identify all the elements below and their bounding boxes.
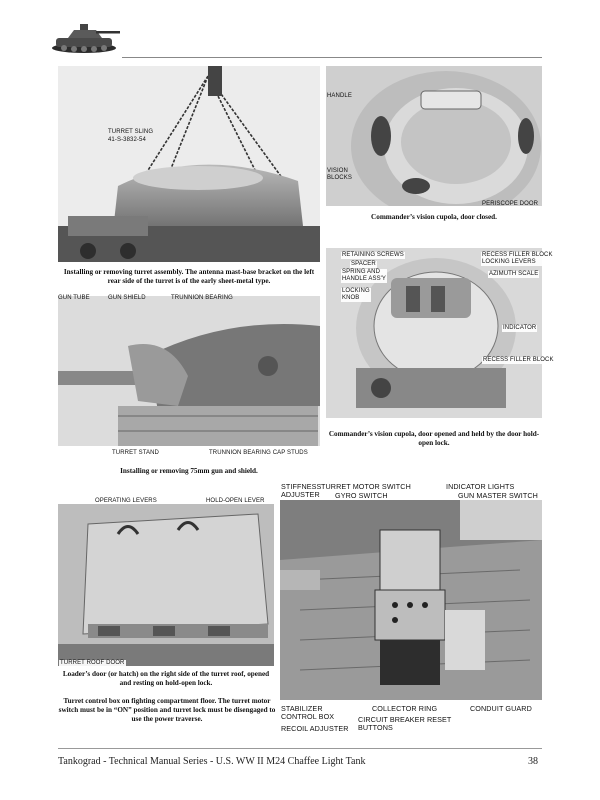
label-collector-ring: COLLECTOR RING [372, 704, 438, 713]
caption-loader-door: Loader’s door (or hatch) on the right si… [62, 670, 270, 687]
photo-turret-sling [58, 66, 320, 262]
label-retaining-screws: RETAINING SCREWS [341, 252, 405, 259]
label-spacer: SPACER [350, 261, 377, 268]
label-trunnion-cap-studs: TRUNNION BEARING CAP STUDS [209, 450, 308, 456]
label-conduit-guard: CONDUIT GUARD [470, 704, 532, 713]
label-locking-knob: LOCKING KNOB [341, 288, 371, 302]
footer-series-title: Tankograd - Technical Manual Series - U.… [58, 756, 366, 767]
label-circuit-breaker: CIRCUIT BREAKER RESET BUTTONS [358, 715, 452, 732]
label-turret-motor-switch: TURRET MOTOR SWITCH [321, 482, 411, 491]
label-turret-stand: TURRET STAND [112, 450, 159, 456]
header-rule [122, 57, 542, 58]
photo-control-box [280, 500, 542, 700]
photo-loader-door [58, 504, 274, 666]
caption-control-box: Turret control box on fighting compartme… [58, 697, 276, 723]
label-stabilizer-control-box: STABILIZER CONTROL BOX [281, 704, 335, 721]
page-number: 38 [528, 756, 538, 767]
label-indicator: INDICATOR [502, 325, 538, 332]
label-spring-handle: SPRING AND HANDLE ASS'Y [341, 269, 388, 283]
photo-cupola-open [326, 248, 542, 418]
label-trunnion-bearing: TRUNNION BEARING [171, 295, 233, 301]
label-gun-master-switch: GUN MASTER SWITCH [458, 491, 538, 500]
caption-cupola-open: Commander’s vision cupola, door opened a… [328, 430, 540, 447]
label-handle: HANDLE [327, 93, 352, 99]
label-recess-filler-levers: RECESS FILLER BLOCK LOCKING LEVERS [481, 252, 554, 266]
footer-rule [58, 748, 542, 749]
photo-cupola-closed [326, 66, 542, 206]
label-recoil-adjuster: RECOIL ADJUSTER [281, 724, 349, 733]
label-turret-sling-part: 41-S-3832-54 [108, 137, 146, 143]
label-turret-roof-door: TURRET ROOF DOOR [59, 660, 126, 667]
label-indicator-lights: INDICATOR LIGHTS [446, 482, 515, 491]
label-hold-open-lever: HOLD-OPEN LEVER [206, 498, 265, 504]
photo-gun-shield [58, 296, 320, 446]
label-stiffness-adjuster: STIFFNESS ADJUSTER [281, 482, 322, 499]
label-periscope-door: PERISCOPE DOOR [482, 201, 539, 207]
caption-gun-shield: Installing or removing 75mm gun and shie… [120, 467, 258, 475]
caption-turret-sling: Installing or removing turret assembly. … [63, 268, 315, 285]
label-gun-tube: GUN TUBE [58, 295, 90, 301]
label-operating-levers: OPERATING LEVERS [95, 498, 157, 504]
label-azimuth-scale: AZIMUTH SCALE [488, 271, 540, 278]
label-gun-shield: GUN SHIELD [108, 295, 146, 301]
caption-cupola-closed: Commander’s vision cupola, door closed. [371, 213, 497, 221]
tank-logo-icon [46, 18, 122, 56]
label-gyro-switch: GYRO SWITCH [335, 491, 388, 500]
label-recess-filler-block: RECESS FILLER BLOCK [482, 357, 555, 364]
label-vision-blocks: VISION BLOCKS [327, 168, 352, 181]
label-turret-sling: TURRET SLING [108, 129, 154, 135]
